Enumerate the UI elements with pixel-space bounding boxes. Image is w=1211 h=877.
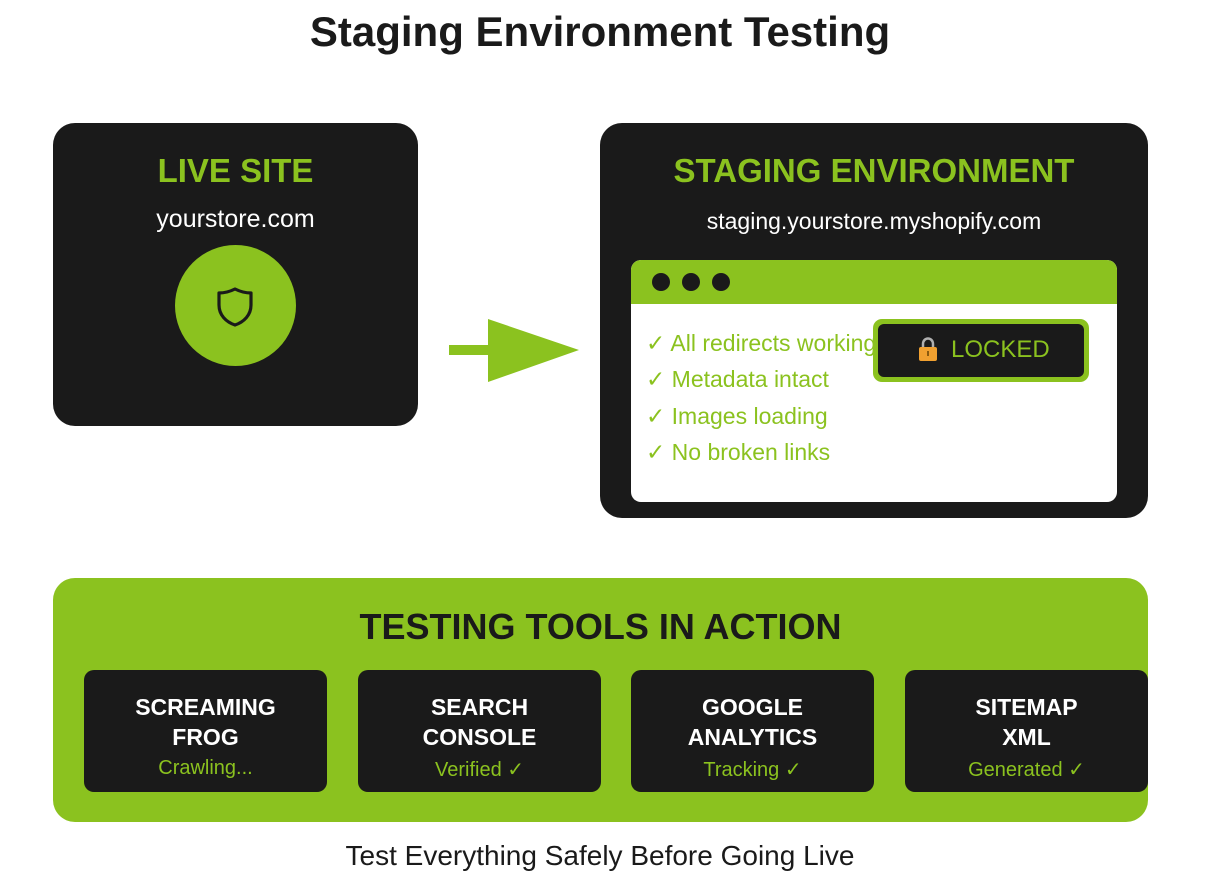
window-dot-icon <box>682 273 700 291</box>
live-site-panel: LIVE SITE yourstore.com <box>53 123 418 426</box>
check-item: ✓ Images loading <box>646 403 828 429</box>
page-title: Staging Environment Testing <box>309 8 891 55</box>
live-site-heading: LIVE SITE <box>157 152 314 189</box>
locked-badge: LOCKED <box>873 319 1089 382</box>
locked-label: LOCKED <box>951 336 1050 363</box>
tool-card-search-console: SEARCH CONSOLE Verified ✓ <box>358 670 601 792</box>
tool-card-sitemap-xml: SITEMAP XML Generated ✓ <box>905 670 1148 792</box>
shield-icon <box>217 287 253 327</box>
footer-caption: Test Everything Safely Before Going Live <box>345 840 855 871</box>
staging-heading: STAGING ENVIRONMENT <box>673 152 1075 189</box>
check-item: ✓ No broken links <box>646 439 831 465</box>
lock-icon <box>919 337 937 361</box>
tool-name: GOOGLE ANALYTICS <box>687 694 818 750</box>
staging-panel: STAGING ENVIRONMENT staging.yourstore.my… <box>600 123 1148 518</box>
window-dot-icon <box>652 273 670 291</box>
live-site-url: yourstore.com <box>156 205 315 233</box>
check-item: ✓ Metadata intact <box>646 366 829 392</box>
tool-status: Crawling... <box>158 757 253 779</box>
tool-name: SITEMAP XML <box>975 694 1078 750</box>
tool-name: SCREAMING FROG <box>135 694 276 750</box>
window-dot-icon <box>712 273 730 291</box>
tool-status: Tracking ✓ <box>703 759 802 781</box>
tool-card-screaming-frog: SCREAMING FROG Crawling... <box>84 670 327 792</box>
testing-tools-heading: TESTING TOOLS IN ACTION <box>359 606 842 647</box>
tool-card-google-analytics: GOOGLE ANALYTICS Tracking ✓ <box>631 670 874 792</box>
browser-title-bar <box>631 260 1117 304</box>
check-item: ✓ All redirects working <box>646 330 877 356</box>
staging-url: staging.yourstore.myshopify.com <box>706 208 1042 234</box>
flow-arrow-icon <box>449 319 579 382</box>
tool-status: Generated ✓ <box>968 759 1085 781</box>
shield-badge <box>175 245 296 366</box>
tool-name: SEARCH CONSOLE <box>422 694 537 750</box>
tool-status: Verified ✓ <box>434 759 525 781</box>
testing-tools-panel: TESTING TOOLS IN ACTION SCREAMING FROG C… <box>53 578 1148 822</box>
